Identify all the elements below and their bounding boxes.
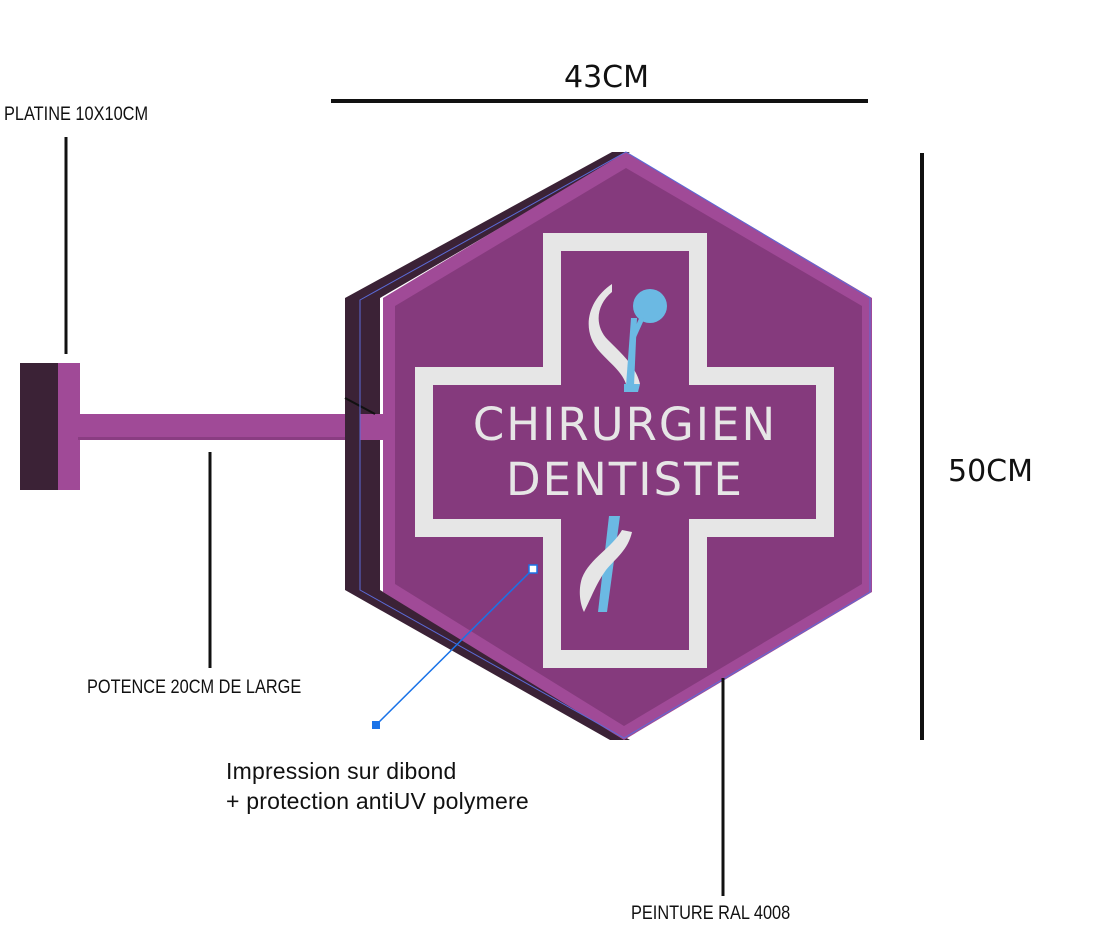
cross-frame — [415, 233, 834, 668]
width-label: 43CM — [564, 60, 650, 95]
print-outline — [359, 151, 871, 739]
potence-arm — [78, 414, 378, 440]
impression-callout — [372, 564, 538, 729]
sign-text-line2: DENTISTE — [506, 453, 744, 506]
platine-label: PLATINE 10X10CM — [4, 104, 149, 125]
wall-plate — [20, 363, 80, 490]
peinture-label: PEINTURE RAL 4008 — [631, 903, 791, 924]
impression-note: Impression sur dibond + protection antiU… — [226, 756, 529, 816]
arm-connector — [360, 414, 385, 440]
potence-label: POTENCE 20CM DE LARGE — [87, 677, 302, 698]
impression-note-line2: + protection antiUV polymere — [226, 788, 529, 814]
dental-mirror-icon — [588, 284, 667, 392]
sign-text-line1: CHIRURGIEN — [473, 398, 777, 451]
dental-tool-lower-icon — [579, 516, 632, 612]
height-label: 50CM — [948, 454, 1034, 489]
impression-note-line1: Impression sur dibond — [226, 758, 457, 784]
